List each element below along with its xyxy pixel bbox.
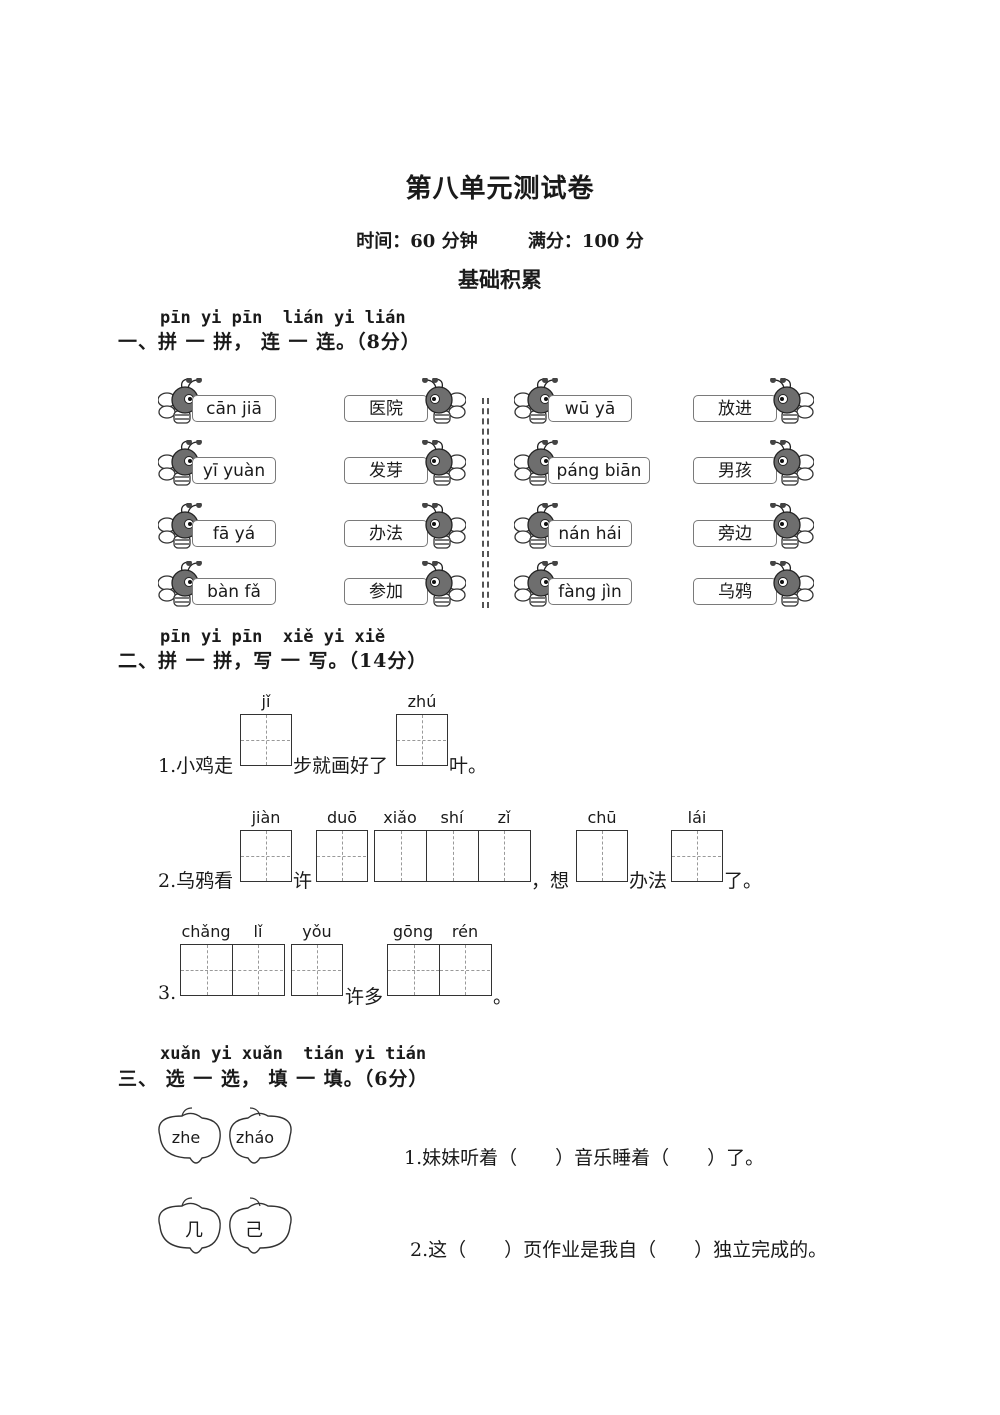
bee-icon [764, 440, 814, 490]
writing-grid[interactable] [396, 714, 448, 766]
q3-leaf2-option-1: 几 [185, 1220, 203, 1241]
q2-s3-text-2: 许多 [345, 986, 384, 1008]
q1-right-word-4: 乌鸦 [693, 578, 777, 605]
q2-s3-pinyin-5: rén [451, 922, 479, 941]
q2-s3-pinyin-4: gōng [392, 922, 434, 941]
writing-grid[interactable] [240, 714, 292, 766]
time-limit: 时间：60 分钟 [356, 231, 478, 252]
q2-s2-pinyin-3: xiǎo [383, 808, 417, 827]
q3-pinyin: xuǎn yi xuǎn tián yi tián [160, 1044, 427, 1064]
q2-s2-text-2: 许 [293, 870, 313, 892]
q3-sentence-2: 2.这（ ）页作业是我自（ ）独立完成的。 [410, 1239, 828, 1261]
q2-pinyin: pīn yi pīn xiě yi xiě [160, 627, 386, 647]
q1-right-pinyin-4: fàng jìn [548, 578, 632, 605]
writing-grid[interactable] [671, 830, 723, 882]
page-title: 第八单元测试卷 [405, 174, 595, 204]
writing-grid[interactable] [576, 830, 628, 882]
exam-meta: 时间：60 分钟 满分：100 分 [0, 227, 1000, 253]
q2-s2-pinyin-5: zǐ [497, 808, 511, 827]
q1-right-pinyin-2: páng biān [548, 457, 650, 484]
writing-grid[interactable] [387, 944, 492, 996]
bee-icon [764, 378, 814, 428]
q3-heading: 三、 选 一 选， 填 一 填。（6分） [118, 1068, 429, 1090]
bee-icon [764, 503, 814, 553]
q2-s1-text-1: 1.小鸡走 [158, 755, 234, 777]
q2-s2-text-1: 2.乌鸦看 [158, 870, 234, 892]
bee-icon [764, 561, 814, 611]
q2-s2-text-4: 办法 [629, 870, 668, 892]
q1-left-pinyin-1: cān jiā [192, 395, 276, 422]
q2-s2-text-3: ，想 [531, 870, 570, 892]
q1-left-pinyin-4: bàn fǎ [192, 578, 276, 605]
writing-grid[interactable] [180, 944, 285, 996]
bee-icon [416, 440, 466, 490]
q2-s3-text-3: 。 [493, 986, 513, 1008]
q2-heading: 二、拼 一 拼，写 一 写。（14分） [118, 650, 428, 672]
full-score: 满分：100 分 [527, 231, 644, 252]
q2-s3-pinyin-1: chǎng [181, 922, 231, 941]
writing-grid[interactable] [291, 944, 343, 996]
writing-grid[interactable] [240, 830, 292, 882]
q1-left-word-1: 医院 [344, 395, 428, 422]
q1-right-word-1: 放进 [693, 395, 777, 422]
q1-pinyin: pīn yi pīn lián yi lián [160, 308, 406, 328]
q2-s3-pinyin-3: yǒu [302, 922, 332, 941]
column-divider [482, 398, 484, 608]
column-divider [487, 398, 489, 608]
q2-s2-pinyin-2: duō [326, 808, 358, 827]
bee-icon [416, 503, 466, 553]
q2-s1-text-3: 叶。 [449, 755, 488, 777]
q3-sentence-1: 1.妹妹听着（ ）音乐睡着（ ）了。 [404, 1147, 765, 1169]
q2-s2-pinyin-7: lái [687, 808, 707, 827]
q1-left-word-2: 发芽 [344, 457, 428, 484]
q1-left-word-3: 办法 [344, 520, 428, 547]
q2-s1-pinyin-1: jǐ [261, 692, 271, 711]
q2-s2-pinyin-1: jiàn [251, 808, 281, 827]
q1-left-pinyin-3: fā yá [192, 520, 276, 547]
writing-grid[interactable] [374, 830, 531, 882]
bee-icon [416, 561, 466, 611]
q2-s2-pinyin-6: chū [587, 808, 617, 827]
q1-heading: 一、拼 一 拼， 连 一 连。（8分） [118, 331, 421, 353]
q2-s3-pinyin-2: lǐ [253, 922, 263, 941]
q1-right-word-2: 男孩 [693, 457, 777, 484]
q2-s1-text-2: 步就画好了 [293, 755, 389, 777]
q2-s3-text-1: 3. [158, 982, 177, 1004]
q2-s2-text-5: 了。 [724, 870, 763, 892]
q2-s2-pinyin-4: shí [440, 808, 464, 827]
q1-right-pinyin-1: wū yā [548, 395, 632, 422]
q3-leaf2-option-2: 己 [245, 1220, 263, 1241]
writing-grid[interactable] [316, 830, 368, 882]
section-title: 基础积累 [458, 267, 542, 292]
q1-left-pinyin-2: yī yuàn [192, 457, 276, 484]
q1-right-pinyin-3: nán hái [548, 520, 632, 547]
q3-leaf1-option-2: zháo [235, 1128, 275, 1147]
bee-icon [416, 378, 466, 428]
q2-s1-pinyin-2: zhú [407, 692, 437, 711]
q1-left-word-4: 参加 [344, 578, 428, 605]
q3-leaf1-option-1: zhe [171, 1128, 201, 1147]
q1-right-word-3: 旁边 [693, 520, 777, 547]
